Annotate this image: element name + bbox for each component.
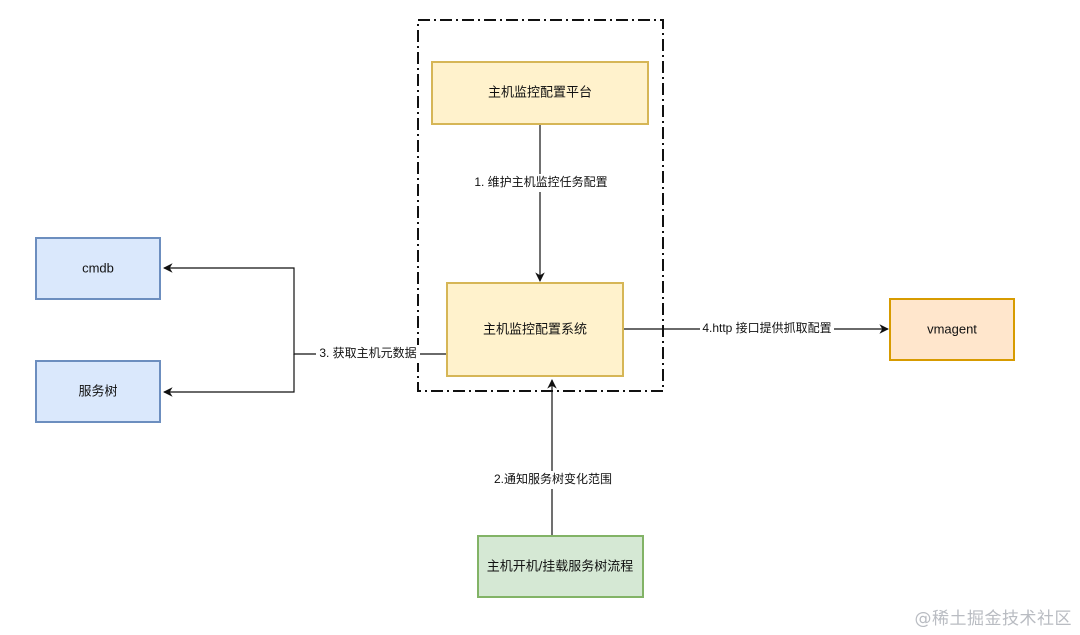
edge-notify-label-group: 2.通知服务树变化范围 xyxy=(494,471,612,489)
edge-http-api-label: 4.http 接口提供抓取配置 xyxy=(702,320,831,335)
watermark-text: @稀土掘金技术社区 xyxy=(914,609,1072,629)
node-service-tree-label: 服务树 xyxy=(78,383,117,398)
node-host-flow[interactable]: 主机开机/挂载服务树流程 xyxy=(477,535,644,598)
edge-fetch-meta-label-group: 3. 获取主机元数据 xyxy=(316,345,420,363)
node-system[interactable]: 主机监控配置系统 xyxy=(446,282,624,377)
node-platform[interactable]: 主机监控配置平台 xyxy=(431,61,649,125)
edge-maintain-label-group: 1. 维护主机监控任务配置 xyxy=(470,174,612,192)
edge-notify-label: 2.通知服务树变化范围 xyxy=(494,471,612,486)
node-vmagent[interactable]: vmagent xyxy=(889,298,1015,361)
node-service-tree[interactable]: 服务树 xyxy=(35,360,161,423)
edge-maintain-label: 1. 维护主机监控任务配置 xyxy=(474,174,607,189)
node-cmdb-label: cmdb xyxy=(82,260,114,275)
edge-fetch-meta-label: 3. 获取主机元数据 xyxy=(319,345,416,360)
node-host-flow-label: 主机开机/挂载服务树流程 xyxy=(487,558,634,573)
node-vmagent-label: vmagent xyxy=(927,321,977,336)
edge-http-api-label-group: 4.http 接口提供抓取配置 xyxy=(700,320,834,338)
node-platform-label: 主机监控配置平台 xyxy=(488,84,592,99)
edge-fetch-meta xyxy=(163,263,447,397)
node-cmdb[interactable]: cmdb xyxy=(35,237,161,300)
node-system-label: 主机监控配置系统 xyxy=(483,321,587,336)
